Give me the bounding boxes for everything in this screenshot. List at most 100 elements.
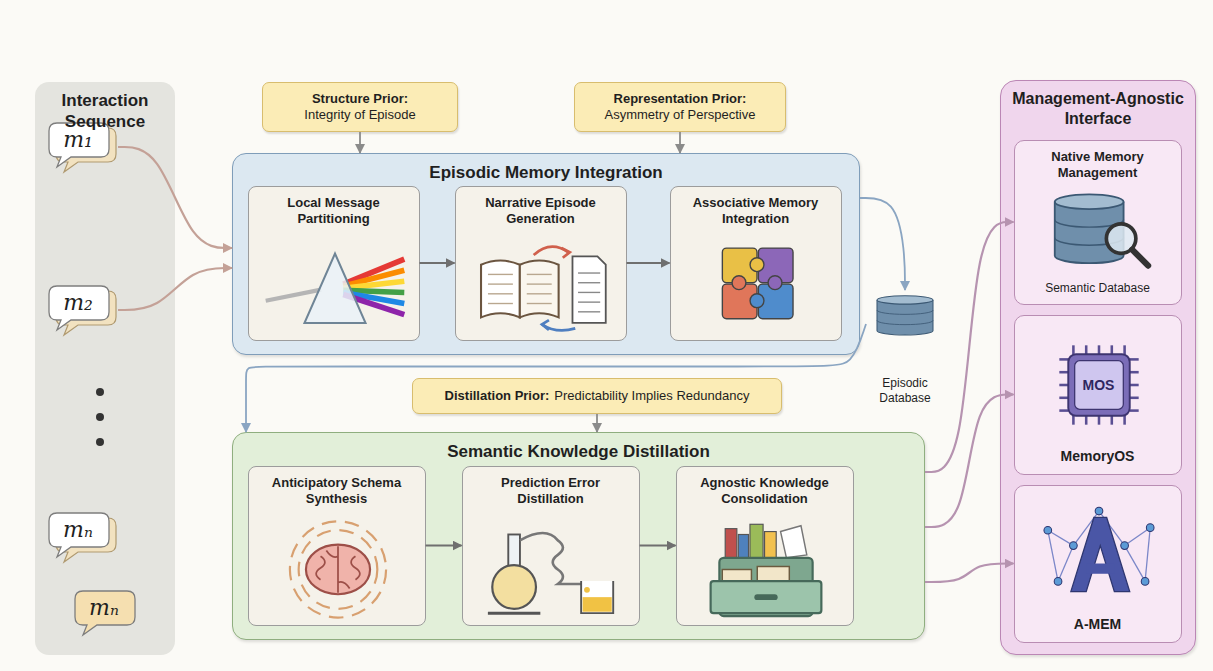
process-box: Local Message Partitioning [248, 186, 420, 341]
drawing-rect [1068, 354, 1129, 415]
drawing-circle [732, 275, 746, 289]
node-title: Agnostic Knowledge Consolidation [677, 467, 853, 508]
drawing-circle [1069, 541, 1077, 549]
drawing-circle [96, 388, 104, 396]
drawing-line [578, 301, 600, 302]
drawing-rect [582, 597, 611, 612]
drawing-line [1097, 415, 1100, 424]
stage-panel: Management-Agnostic InterfaceNative Memo… [1000, 80, 1196, 655]
process-box: Associative Memory Integration [670, 186, 842, 341]
drawing-rect [754, 594, 777, 600]
drawing-line [578, 311, 600, 312]
drawing-line [578, 272, 600, 273]
database-node: Episodic Database [866, 290, 944, 405]
drawing-circle [96, 438, 104, 446]
drawing-line [1129, 358, 1138, 361]
drawing-line [1097, 345, 1100, 354]
node-title: Management-Agnostic Interface [1001, 81, 1195, 129]
node-title: Narrative Episode Generation [456, 187, 626, 228]
drawing-line [1129, 383, 1138, 386]
drawing-line [1129, 409, 1138, 412]
node-title: Anticipatory Schema Synthesis [249, 467, 425, 508]
drawing-rect [749, 524, 762, 558]
drawing-circle [584, 586, 590, 592]
drawing-path [1070, 517, 1129, 591]
drawing-path [49, 123, 109, 167]
flow-arrow [925, 222, 1014, 472]
drawing-line [1129, 370, 1138, 373]
drawing-line [526, 283, 551, 284]
drawing-rect [710, 581, 821, 613]
drawing-line [526, 273, 551, 274]
prior-box: Structure Prior:Integrity of Episode [262, 82, 458, 132]
node-title: mₙ [89, 597, 119, 619]
flow-arrow [118, 268, 232, 310]
flow-arrow [426, 545, 462, 547]
drawing-ellipse [877, 296, 933, 304]
brain-icon [259, 517, 417, 619]
flow-arrow [679, 132, 681, 153]
process-box: Agnostic Knowledge Consolidation [676, 466, 854, 626]
drawing-line [487, 611, 539, 614]
drawing-circle [1054, 577, 1062, 585]
drawing-path [481, 260, 520, 317]
process-box: Prediction Error Distillation [462, 466, 640, 626]
drawing-line [1145, 527, 1150, 581]
drawing-line [1059, 396, 1068, 399]
drawing-path [542, 320, 549, 330]
node-title: Associative Memory Integration [671, 187, 841, 228]
flow-arrow [420, 262, 455, 264]
process-box: Anticipatory Schema Synthesis [248, 466, 426, 626]
node-text: Integrity of Episode [298, 107, 421, 123]
alogo-icon [1035, 494, 1163, 610]
node-title: Episodic Memory Integration [421, 154, 670, 183]
flow-arrow [118, 147, 232, 248]
drawing-circle [1141, 577, 1149, 585]
drawing-line [487, 283, 512, 284]
node-title: mₙ [63, 519, 93, 541]
message-bubble: mₙ [48, 512, 118, 562]
flow-arrow [640, 545, 676, 547]
drawing-circle [96, 413, 104, 421]
drawing-path [877, 300, 933, 335]
drawing-path [877, 310, 933, 314]
drawing-path [316, 546, 360, 593]
puzzle-icon [681, 237, 833, 334]
drawing-line [1072, 345, 1075, 354]
drawing-path [722, 566, 789, 581]
flow-arrow [925, 395, 1014, 528]
prism-icon [259, 237, 411, 334]
drawing-line [487, 293, 512, 294]
drawing-circle [298, 530, 377, 609]
drawing-line [1124, 527, 1150, 545]
drawing-line [1058, 545, 1073, 581]
drawing-circle [289, 521, 385, 617]
stage-panel: Semantic Knowledge DistillationAnticipat… [232, 432, 925, 640]
drawing-path [572, 256, 605, 323]
drawing-path [877, 320, 933, 324]
flow-arrow [359, 132, 361, 153]
drawing-circle [768, 275, 782, 289]
drawing-line [526, 293, 551, 294]
node-title: Native Memory Management [1015, 141, 1181, 182]
drawing-path [561, 248, 569, 258]
drawing-line [487, 302, 512, 303]
drawing-ellipse [1054, 194, 1123, 209]
drawing-rect [1074, 360, 1123, 409]
node-text: Semantic Database [1039, 281, 1156, 304]
drawing-rect [1086, 563, 1114, 573]
drawing-path [304, 253, 365, 322]
drawing-path [780, 525, 806, 557]
interface-box: Native Memory ManagementSemantic Databas… [1014, 140, 1182, 305]
node-text: Asymmetry of Perspective [599, 107, 762, 123]
node-title: Prediction Error Distillation [463, 467, 639, 508]
drawing-line [1059, 383, 1068, 386]
drawing-line [1110, 415, 1113, 424]
drawing-path [49, 286, 109, 330]
drawing-rect [764, 531, 776, 557]
node-title: MemoryOS [1055, 448, 1141, 474]
message-bubble: mₙ [74, 590, 144, 640]
drawing-path [49, 513, 109, 557]
drawing-line [1047, 530, 1073, 545]
